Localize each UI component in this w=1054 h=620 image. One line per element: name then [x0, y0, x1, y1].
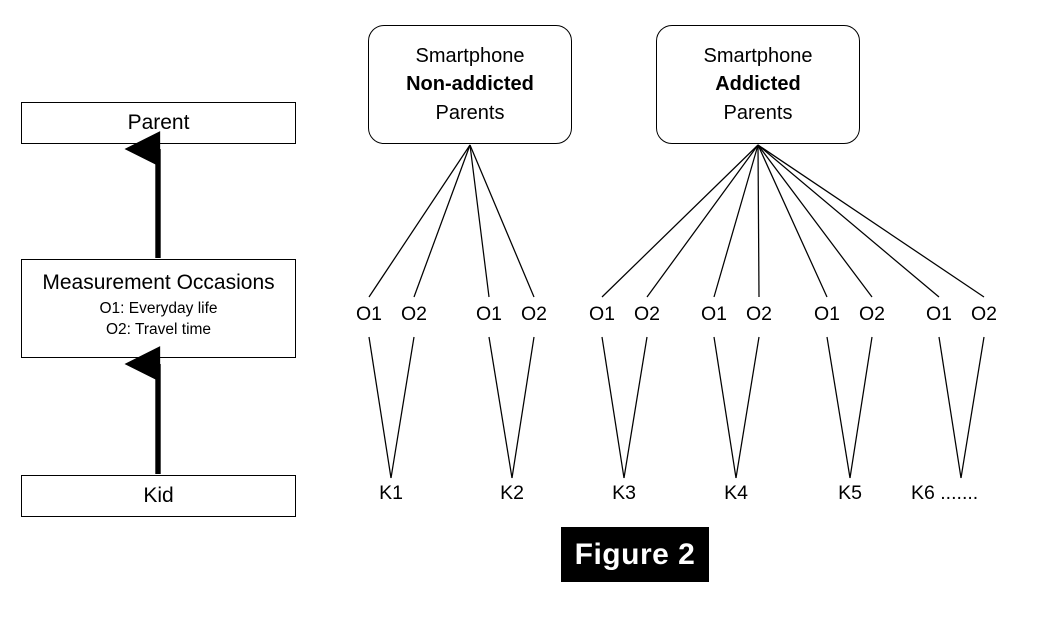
occasion-label-k5-o1: O1 — [813, 303, 840, 325]
kid-label-k1: K1 — [379, 482, 403, 504]
group-line-addicted-3: Parents — [723, 101, 793, 124]
level-title-parent: Parent — [127, 111, 190, 135]
level-box-kid: Kid — [21, 475, 296, 517]
occasion-label-k2-o1: O1 — [475, 303, 502, 325]
left-panel-hierarchy: Parent Measurement Occasions O1: Everyda… — [0, 0, 320, 620]
kid-label-k2: K2 — [500, 482, 524, 504]
group-line-addicted-1: Smartphone — [703, 44, 813, 67]
group-line-non-addicted-1: Smartphone — [415, 44, 525, 67]
level-title-kid: Kid — [143, 484, 174, 508]
level-subline-occasion-1: O1: Everyday life — [99, 300, 218, 318]
occasion-label-k1-o2: O2 — [400, 303, 427, 325]
group-box-non-addicted: Smartphone Non-addicted Parents — [368, 25, 572, 144]
occasion-label-k6-o1: O1 — [925, 303, 952, 325]
occasion-label-k4-o1: O1 — [700, 303, 727, 325]
group-line-non-addicted-2: Non-addicted — [406, 73, 534, 96]
v-links-occasions-to-kids — [368, 336, 985, 479]
fan-addicted — [601, 144, 985, 298]
figure-caption-text: Figure 2 — [574, 537, 696, 571]
group-line-addicted-2: Addicted — [715, 73, 801, 96]
occasion-label-k6-o2: O2 — [970, 303, 997, 325]
figure-caption-plate: Figure 2 — [561, 527, 709, 582]
level-title-measurement-occasions: Measurement Occasions — [42, 271, 275, 294]
kid-label-k4: K4 — [724, 482, 748, 504]
level-subline-occasion-2: O2: Travel time — [105, 321, 212, 339]
occasion-label-k3-o1: O1 — [588, 303, 615, 325]
kid-label-k3: K3 — [612, 482, 636, 504]
group-line-non-addicted-3: Parents — [435, 101, 505, 124]
level-box-measurement-occasions: Measurement Occasions O1: Everyday life … — [21, 259, 296, 358]
occasion-label-k4-o2: O2 — [745, 303, 772, 325]
occasion-label-k2-o2: O2 — [520, 303, 547, 325]
group-box-addicted: Smartphone Addicted Parents — [656, 25, 860, 144]
occasion-label-k3-o2: O2 — [633, 303, 660, 325]
occasion-label-k5-o2: O2 — [858, 303, 885, 325]
fan-non-addicted — [368, 144, 535, 298]
kid-label-k6: K6 ....... — [911, 482, 979, 504]
occasion-label-k1-o1: O1 — [355, 303, 382, 325]
kid-label-k5: K5 — [838, 482, 862, 504]
